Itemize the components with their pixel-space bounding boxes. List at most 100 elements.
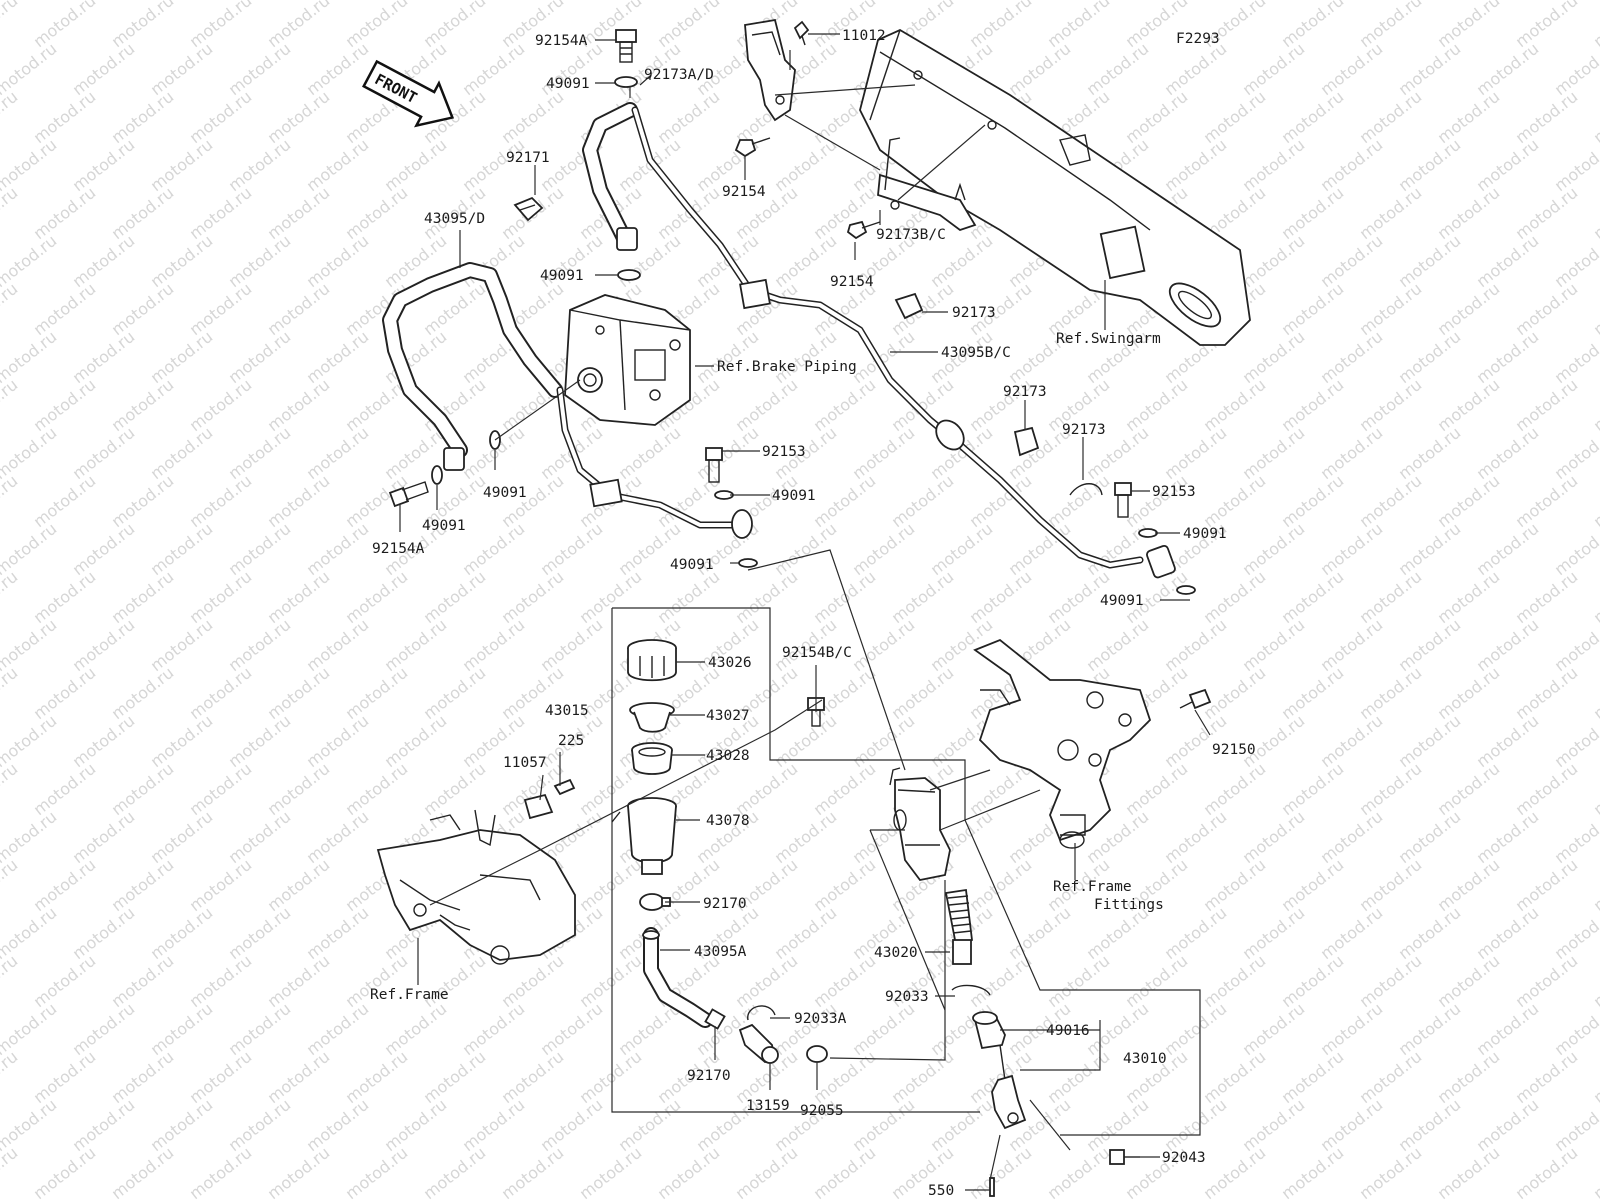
watermark-text: motod.ru xyxy=(1512,1143,1582,1200)
watermark-text: motod.ru xyxy=(1590,471,1600,531)
watermark-text: motod.ru xyxy=(186,855,256,915)
watermark-text: motod.ru xyxy=(1044,951,1114,1011)
watermark-text: motod.ru xyxy=(264,375,334,435)
label-ref-swingarm: Ref.Swingarm xyxy=(1056,331,1161,347)
watermark-text: motod.ru xyxy=(966,855,1036,915)
watermark-text: motod.ru xyxy=(1551,615,1600,675)
label-ref-frame-fittings-1: Ref.Frame xyxy=(1053,879,1132,895)
watermark-text: motod.ru xyxy=(1551,39,1600,99)
watermark-text: motod.ru xyxy=(303,231,373,291)
watermark-text: motod.ru xyxy=(1317,519,1387,579)
label-92033: 92033 xyxy=(885,989,929,1005)
watermark-text: motod.ru xyxy=(849,615,919,675)
watermark-text: motod.ru xyxy=(1512,567,1582,627)
watermark-text: motod.ru xyxy=(69,999,139,1059)
watermark-text: motod.ru xyxy=(147,39,217,99)
watermark-text: motod.ru xyxy=(381,999,451,1059)
watermark-text: motod.ru xyxy=(849,423,919,483)
watermark-text: motod.ru xyxy=(1395,615,1465,675)
watermark-text: motod.ru xyxy=(771,519,841,579)
watermark-text: motod.ru xyxy=(1356,663,1426,723)
watermark-text: motod.ru xyxy=(1200,951,1270,1011)
watermark-text: motod.ru xyxy=(69,711,139,771)
watermark-text: motod.ru xyxy=(1551,231,1600,291)
watermark-text: motod.ru xyxy=(1200,471,1270,531)
watermark-text: motod.ru xyxy=(888,471,958,531)
watermark-text: motod.ru xyxy=(966,567,1036,627)
watermark-text: motod.ru xyxy=(1590,1143,1600,1200)
watermark-text: motod.ru xyxy=(927,519,997,579)
watermark-text: motod.ru xyxy=(147,999,217,1059)
watermark-text: motod.ru xyxy=(108,663,178,723)
watermark-text: motod.ru xyxy=(264,87,334,147)
label-43020: 43020 xyxy=(874,945,918,961)
watermark-text: motod.ru xyxy=(771,807,841,867)
watermark-text: motod.ru xyxy=(1395,519,1465,579)
watermark-text: motod.ru xyxy=(186,1143,256,1200)
watermark-text: motod.ru xyxy=(1200,1143,1270,1200)
label-92173a-d: 92173A/D xyxy=(644,67,714,83)
watermark-text: motod.ru xyxy=(147,1095,217,1155)
leader-lines xyxy=(399,33,1211,1191)
watermark-text: motod.ru xyxy=(498,567,568,627)
watermark-text: motod.ru xyxy=(1239,423,1309,483)
watermark-text: motod.ru xyxy=(1551,711,1600,771)
watermark-text: motod.ru xyxy=(1434,663,1504,723)
watermark-text: motod.ru xyxy=(225,231,295,291)
watermark-text: motod.ru xyxy=(1473,39,1543,99)
watermark-text: motod.ru xyxy=(1473,423,1543,483)
watermark-text: motod.ru xyxy=(810,1143,880,1200)
watermark-text: motod.ru xyxy=(1317,711,1387,771)
watermark-text: motod.ru xyxy=(1395,711,1465,771)
watermark-text: motod.ru xyxy=(1317,423,1387,483)
bolt-92150 xyxy=(1179,688,1212,710)
label-49016: 49016 xyxy=(1046,1023,1090,1039)
watermark-text: motod.ru xyxy=(1434,1047,1504,1107)
watermark-text: motod.ru xyxy=(1356,183,1426,243)
watermark-text: motod.ru xyxy=(108,183,178,243)
watermark-text: motod.ru xyxy=(186,87,256,147)
oring-92055 xyxy=(806,1045,828,1063)
watermark-text: motod.ru xyxy=(1200,375,1270,435)
watermark-text: motod.ru xyxy=(1278,663,1348,723)
watermark-text: motod.ru xyxy=(732,951,802,1011)
watermark-text: motod.ru xyxy=(1122,471,1192,531)
watermark-text: motod.ru xyxy=(615,1095,685,1155)
watermark-text: motod.ru xyxy=(693,327,763,387)
watermark-text: motod.ru xyxy=(1590,759,1600,819)
watermark-text: motod.ru xyxy=(1122,375,1192,435)
watermark-text: motod.ru xyxy=(0,471,21,531)
watermark-text: motod.ru xyxy=(186,759,256,819)
watermark-text: motod.ru xyxy=(537,615,607,675)
clip-11057 xyxy=(523,793,554,820)
watermark-text: motod.ru xyxy=(420,567,490,627)
watermark-text: motod.ru xyxy=(225,327,295,387)
watermark-text: motod.ru xyxy=(108,87,178,147)
watermark-text: motod.ru xyxy=(30,471,100,531)
label-43095-d: 43095/D xyxy=(424,211,485,227)
watermark-text: motod.ru xyxy=(771,903,841,963)
watermark-text: motod.ru xyxy=(1590,1047,1600,1107)
watermark-text: motod.ru xyxy=(1356,855,1426,915)
watermark-text: motod.ru xyxy=(1278,471,1348,531)
watermark-text: motod.ru xyxy=(108,951,178,1011)
watermark-text: motod.ru xyxy=(0,759,21,819)
watermark-text: motod.ru xyxy=(1590,375,1600,435)
watermark-text: motod.ru xyxy=(1356,1047,1426,1107)
watermark-text: motod.ru xyxy=(1551,999,1600,1059)
watermark-text: motod.ru xyxy=(108,471,178,531)
watermark-text: motod.ru xyxy=(810,855,880,915)
watermark-text: motod.ru xyxy=(303,903,373,963)
label-550: 550 xyxy=(928,1183,954,1199)
watermark-text: motod.ru xyxy=(576,1047,646,1107)
watermark-text: motod.ru xyxy=(1512,855,1582,915)
watermark-text: motod.ru xyxy=(1512,87,1582,147)
watermark-text: motod.ru xyxy=(1161,807,1231,867)
label-92154a-bottom: 92154A xyxy=(372,541,425,557)
watermark-text: motod.ru xyxy=(1512,1047,1582,1107)
watermark-text: motod.ru xyxy=(30,663,100,723)
watermark-text: motod.ru xyxy=(1473,135,1543,195)
watermark-text: motod.ru xyxy=(1473,519,1543,579)
label-43010: 43010 xyxy=(1123,1051,1167,1067)
